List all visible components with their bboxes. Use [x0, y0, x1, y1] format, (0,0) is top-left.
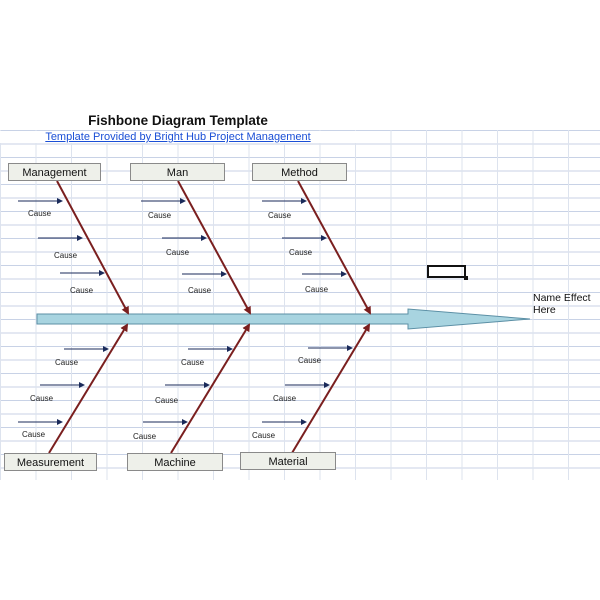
bone-method — [297, 180, 371, 315]
cause-label[interactable]: Cause — [55, 358, 79, 367]
category-material[interactable]: Material — [240, 452, 336, 470]
bone-machine — [170, 323, 251, 454]
effect-line-2: Here — [533, 304, 556, 316]
bone-man — [177, 180, 251, 315]
effect-line-1: Name Effect — [533, 292, 591, 304]
cause-label[interactable]: Cause — [268, 211, 292, 220]
cause-label[interactable]: Cause — [298, 356, 322, 365]
cause-label[interactable]: Cause — [30, 394, 54, 403]
cause-label[interactable]: Cause — [188, 286, 212, 295]
spine-arrow — [36, 308, 531, 330]
template-source-link[interactable]: Template Provided by Bright Hub Project … — [0, 131, 356, 143]
cause-label[interactable]: Cause — [252, 431, 276, 440]
bone-material — [291, 323, 371, 454]
effect-label[interactable]: Name Effect Here — [533, 292, 597, 316]
cause-label[interactable]: Cause — [155, 396, 179, 405]
diagram-title: Fishbone Diagram Template — [88, 113, 268, 128]
cause-label[interactable]: Cause — [305, 285, 329, 294]
cause-label[interactable]: Cause — [166, 248, 190, 257]
bone-management — [56, 180, 129, 315]
category-man[interactable]: Man — [130, 163, 225, 181]
cause-label[interactable]: Cause — [22, 430, 46, 439]
cause-label[interactable]: Cause — [70, 286, 94, 295]
cause-label[interactable]: Cause — [28, 209, 52, 218]
cause-label[interactable]: Cause — [54, 251, 78, 260]
cause-label[interactable]: Cause — [273, 394, 297, 403]
cause-label[interactable]: Cause — [148, 211, 172, 220]
category-management[interactable]: Management — [8, 163, 101, 181]
category-measurement[interactable]: Measurement — [4, 453, 97, 471]
selected-cell[interactable] — [427, 265, 468, 280]
cause-label[interactable]: Cause — [133, 432, 157, 441]
cause-label[interactable]: Cause — [289, 248, 313, 257]
cause-label[interactable]: Cause — [181, 358, 205, 367]
category-machine[interactable]: Machine — [127, 453, 223, 471]
bone-measurement — [48, 323, 129, 454]
category-method[interactable]: Method — [252, 163, 347, 181]
